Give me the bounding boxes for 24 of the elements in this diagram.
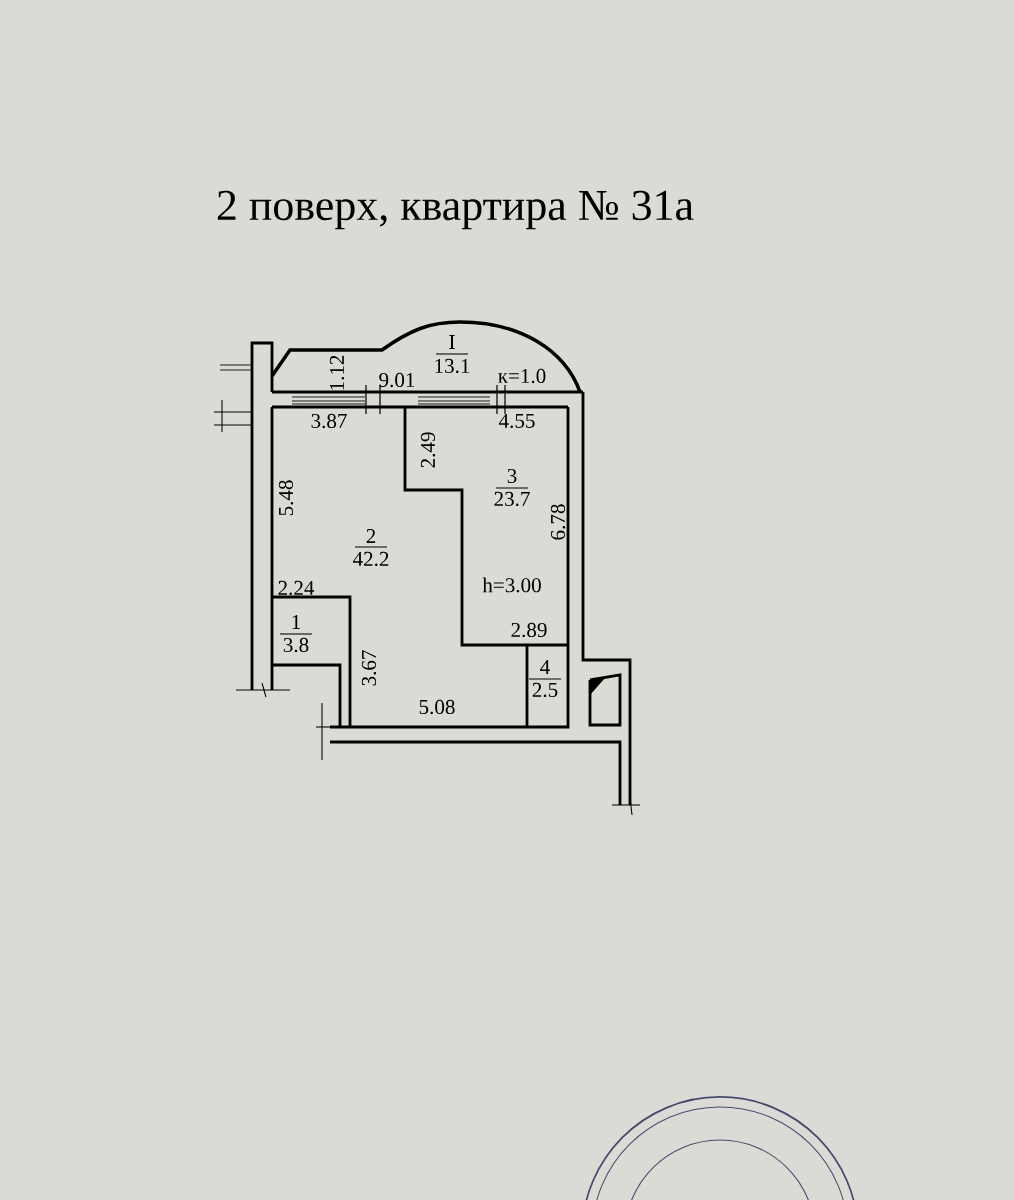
title: 2 поверх, квартира № 31а: [217, 190, 694, 230]
dimension-label: 9.01: [379, 372, 415, 388]
room-area: 3.8: [283, 637, 309, 653]
dimension-label: h=3.00: [482, 577, 541, 593]
room-number: I: [449, 335, 455, 349]
dimension-label: 2.49: [420, 432, 436, 468]
room-number: 3: [507, 468, 517, 484]
dimension-label: 3.67: [361, 650, 377, 686]
room-area: 42.2: [352, 551, 389, 567]
room-area: 2.5: [532, 682, 558, 698]
dimension-label: 6.78: [550, 504, 566, 540]
dimension-label: 5.48: [278, 480, 294, 516]
dimension-label: 1.12: [329, 355, 345, 390]
room-number: 2: [366, 529, 376, 543]
room-number: 1: [292, 615, 300, 629]
room-area: 13.1: [435, 358, 470, 374]
dimension-label: 4.55: [498, 413, 535, 429]
dimension-label: 2.24: [278, 580, 315, 596]
dimension-label: 5.08: [419, 699, 455, 715]
room-area: 23.7: [494, 491, 530, 507]
dimension-label: к=1.0: [498, 368, 546, 384]
dimension-label: 2.89: [511, 622, 547, 638]
dimension-label: 3.87: [311, 413, 347, 429]
room-number: 4: [540, 660, 550, 674]
